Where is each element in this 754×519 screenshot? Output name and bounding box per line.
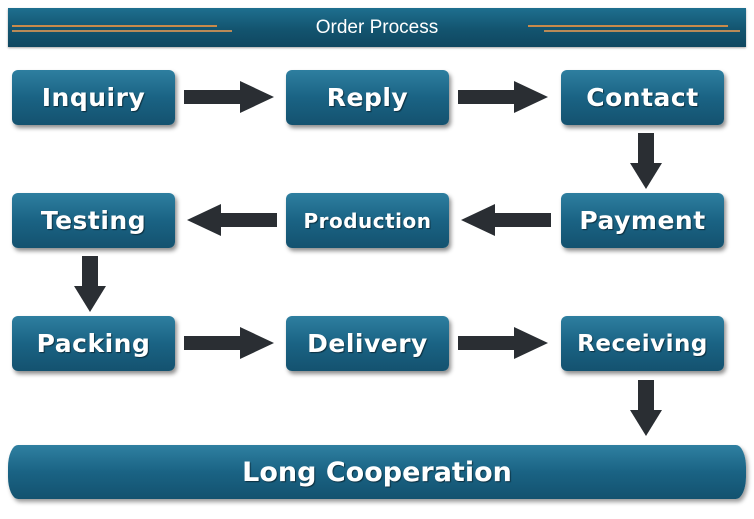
arrow-right-icon: [458, 81, 548, 113]
page-title: Order Process: [315, 17, 439, 38]
step-testing: Testing: [12, 193, 175, 248]
decorative-line: [528, 25, 728, 27]
step-production: Production: [286, 193, 449, 248]
decorative-line: [12, 25, 217, 27]
step-contact: Contact: [561, 70, 724, 125]
banner-label: Long Cooperation: [242, 456, 512, 488]
arrow-left-icon: [461, 204, 551, 236]
arrow-down-icon: [630, 133, 662, 189]
arrow-down-icon: [74, 256, 106, 312]
step-delivery: Delivery: [286, 316, 449, 371]
long-cooperation-banner: Long Cooperation: [8, 445, 746, 499]
arrow-left-icon: [187, 204, 277, 236]
arrow-down-icon: [630, 380, 662, 436]
step-reply: Reply: [286, 70, 449, 125]
step-inquiry: Inquiry: [12, 70, 175, 125]
decorative-line: [12, 30, 232, 32]
arrow-right-icon: [184, 327, 274, 359]
decorative-line: [544, 30, 740, 32]
header-bar: Order Process: [8, 8, 746, 47]
step-payment: Payment: [561, 193, 724, 248]
arrow-right-icon: [184, 81, 274, 113]
step-packing: Packing: [12, 316, 175, 371]
arrow-right-icon: [458, 327, 548, 359]
step-receiving: Receiving: [561, 316, 724, 371]
